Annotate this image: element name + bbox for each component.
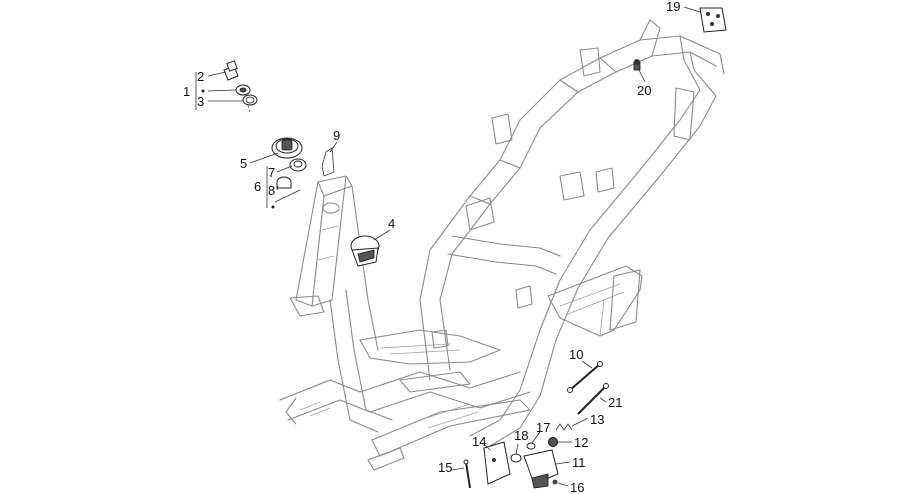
callout-17: 17 bbox=[536, 420, 550, 435]
callout-20: 20 bbox=[637, 83, 651, 98]
callout-11: 11 bbox=[572, 455, 586, 470]
callout-2: 2 bbox=[197, 69, 204, 84]
part-8-bush bbox=[276, 176, 292, 189]
part-2-bolt bbox=[223, 60, 239, 81]
part-5-lock-cylinder bbox=[271, 137, 303, 159]
callout-6: 6 bbox=[254, 179, 261, 194]
part-17-washer bbox=[526, 442, 536, 450]
part-16-screw bbox=[552, 479, 558, 485]
part-15-pin bbox=[463, 459, 471, 489]
callout-5: 5 bbox=[240, 156, 247, 171]
part-12-nut bbox=[548, 437, 558, 447]
part-7-cap bbox=[289, 158, 307, 172]
callout-16: 16 bbox=[570, 480, 584, 494]
part-18-bush bbox=[510, 453, 522, 463]
callout-12: 12 bbox=[574, 435, 588, 450]
callout-8: 8 bbox=[268, 183, 275, 198]
part-10-rod bbox=[567, 361, 603, 393]
scooter-frame bbox=[279, 19, 725, 471]
callout-18: 18 bbox=[514, 428, 528, 443]
part-9-clip bbox=[321, 147, 335, 177]
part-21-rod bbox=[577, 383, 609, 415]
part-3-ring bbox=[242, 94, 258, 106]
callout-15: 15 bbox=[438, 460, 452, 475]
callout-19: 19 bbox=[666, 0, 680, 14]
callout-21: 21 bbox=[608, 395, 622, 410]
callout-labels: 1 2 3 4 5 6 7 8 9 10 11 12 13 14 15 16 1… bbox=[183, 0, 680, 494]
callout-1: 1 bbox=[183, 84, 190, 99]
part-14-side-bracket bbox=[483, 441, 511, 485]
callout-3: 3 bbox=[197, 94, 204, 109]
callout-13: 13 bbox=[590, 412, 604, 427]
callout-4: 4 bbox=[388, 216, 395, 231]
part-11-stand-switch bbox=[523, 449, 559, 489]
part-20-screw bbox=[633, 59, 641, 71]
callout-14: 14 bbox=[472, 434, 486, 449]
part-13-spring bbox=[555, 423, 573, 431]
part-4-lock-housing bbox=[350, 235, 380, 267]
callout-9: 9 bbox=[333, 128, 340, 143]
part-spacer bbox=[235, 84, 251, 96]
callout-7: 7 bbox=[268, 165, 275, 180]
part-19-rear-bracket bbox=[699, 7, 727, 33]
callout-10: 10 bbox=[569, 347, 583, 362]
leader-lines bbox=[195, 6, 701, 487]
